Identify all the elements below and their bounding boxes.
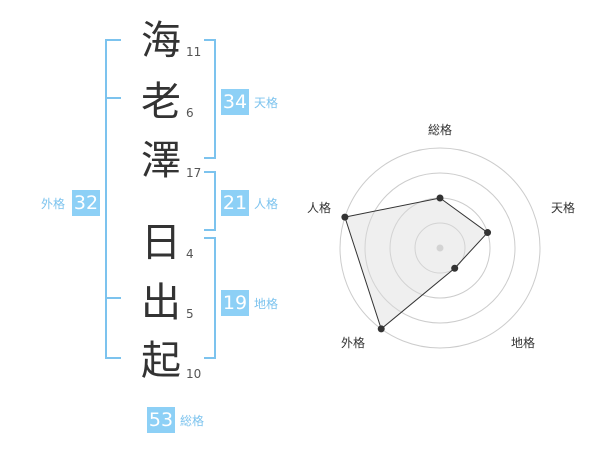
radar-point-4 xyxy=(377,325,385,333)
radar-series-area xyxy=(344,197,489,330)
surname-strokes-2: 6 xyxy=(186,106,194,120)
gaikaku-label: 外格 xyxy=(41,197,66,211)
radar-ring xyxy=(364,172,516,324)
chikaku-value: 19 xyxy=(221,290,249,316)
gaikaku-value: 32 xyxy=(72,190,100,216)
surname-char-1: 海 xyxy=(141,18,181,64)
radar-label-soukaku: 総格 xyxy=(428,123,453,137)
soukaku-label: 総格 xyxy=(180,414,205,428)
given-char-3: 起 xyxy=(141,338,181,384)
surname-strokes-1: 11 xyxy=(186,45,202,59)
surname-char-2: 老 xyxy=(141,79,181,125)
soukaku-value: 53 xyxy=(147,407,175,433)
tenkaku-value: 34 xyxy=(221,89,249,115)
jinkaku-label: 人格 xyxy=(254,197,279,211)
given-strokes-1: 4 xyxy=(186,247,194,261)
radar-ring xyxy=(414,222,466,274)
radar-label-jinkaku: 人格 xyxy=(307,201,332,215)
radar-point-5 xyxy=(341,213,349,221)
given-strokes-2: 5 xyxy=(186,307,194,321)
given-char-1: 日 xyxy=(141,220,181,266)
radar-point-1 xyxy=(436,194,444,202)
jinkaku-value: 21 xyxy=(221,190,249,216)
surname-strokes-3: 17 xyxy=(186,166,202,180)
radar-point-3 xyxy=(451,264,459,272)
radar-label-tenkaku: 天格 xyxy=(551,201,576,215)
tenkaku-label: 天格 xyxy=(254,96,279,110)
radar-point-2 xyxy=(484,229,492,237)
radar-center xyxy=(436,244,444,252)
radar-label-gaikaku: 外格 xyxy=(341,336,366,350)
chikaku-label: 地格 xyxy=(254,297,279,311)
given-char-2: 出 xyxy=(141,280,181,326)
given-strokes-3: 10 xyxy=(186,367,202,381)
radar-label-chikaku: 地格 xyxy=(511,336,536,350)
surname-char-3: 澤 xyxy=(141,138,181,184)
